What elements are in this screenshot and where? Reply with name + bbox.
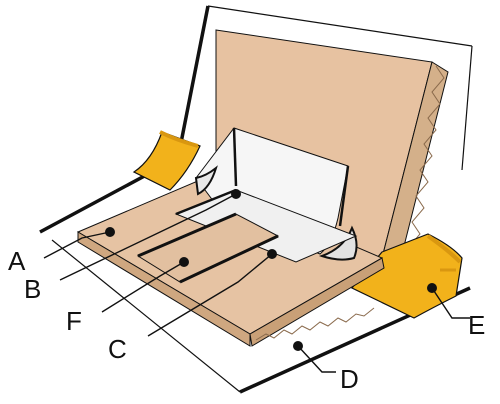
leader-D (297, 345, 336, 373)
leader-lines (43, 193, 470, 373)
leader-B (59, 193, 237, 281)
leader-F (101, 261, 185, 313)
right-tape-strip (351, 233, 463, 319)
leader-A (43, 231, 111, 259)
dot-C (267, 249, 277, 259)
label-C: C (108, 334, 127, 364)
dot-A (105, 227, 115, 237)
label-A: A (8, 246, 26, 276)
callout-labels: A B F C D E (8, 246, 485, 394)
label-F: F (66, 306, 82, 336)
dot-F (179, 257, 189, 267)
callout-dots (105, 189, 437, 351)
dot-E (427, 283, 437, 293)
label-B: B (24, 274, 41, 304)
label-E: E (468, 310, 485, 340)
dot-D (293, 341, 303, 351)
left-tape-strip (132, 130, 201, 191)
leader-E (431, 287, 470, 319)
inset-frame (136, 212, 280, 284)
dot-B (231, 189, 241, 199)
leader-C (147, 253, 273, 337)
label-D: D (340, 364, 359, 394)
inner-film-sheet (174, 127, 358, 263)
